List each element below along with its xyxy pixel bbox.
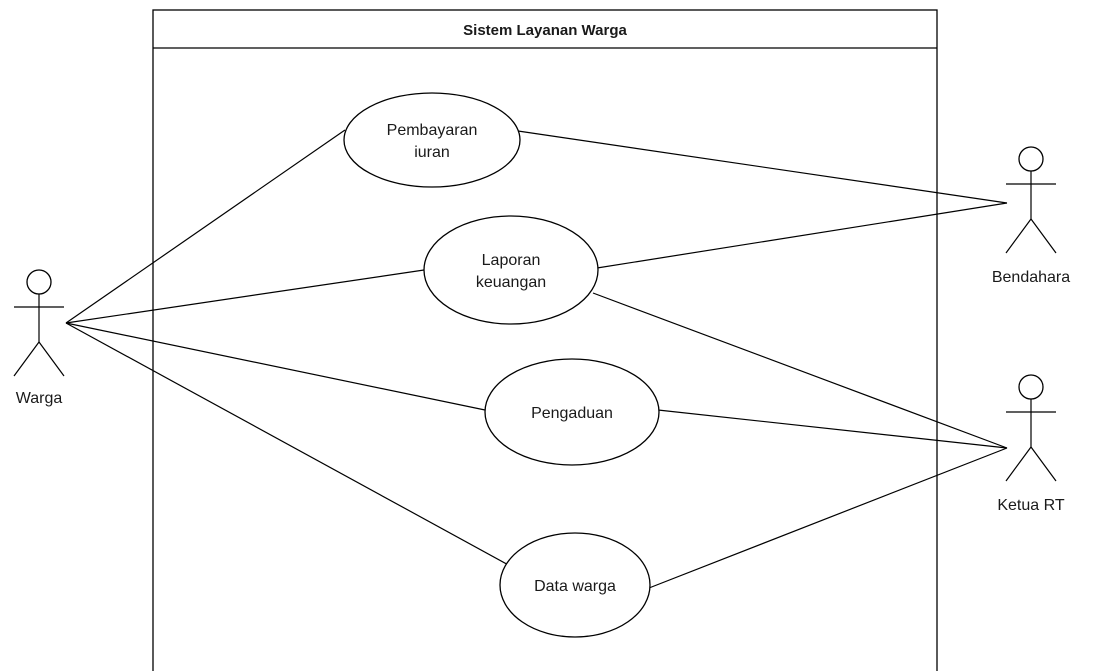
use-case-label: Pengaduan [531,405,613,422]
use-case-label: Pembayaran [387,122,478,139]
association-ketua-rt-laporan-keuangan [592,292,1008,449]
actor-figure-icon [1005,146,1057,254]
use-case-pembayaran-iuran: Pembayaran iuran [343,92,521,188]
system-boundary: Sistem Layanan Warga [152,9,938,671]
use-case-label: keuangan [476,274,546,291]
actor-ketua-rt: Ketua RT [997,374,1065,514]
use-case-label: Data warga [534,578,616,595]
association-warga-laporan-keuangan [65,269,425,324]
use-case-ellipse [423,215,599,325]
system-boundary-frame [152,9,938,671]
association-bendahara-pembayaran-iuran [517,130,1008,204]
actor-label: Warga [16,390,63,407]
actor-warga: Warga [13,269,65,407]
actor-label: Bendahara [992,269,1070,286]
use-case-ellipse [484,358,660,466]
use-case-ellipse [499,532,651,638]
association-ketua-rt-pengaduan [657,409,1008,449]
associations [65,129,1008,589]
use-case-ellipse [343,92,521,188]
association-bendahara-laporan-keuangan [596,202,1008,269]
use-case-pengaduan: Pengaduan [484,358,660,466]
actor-bendahara: Bendahara [992,146,1070,286]
association-warga-pembayaran-iuran [65,129,346,324]
use-case-data-warga: Data warga [499,532,651,638]
association-warga-data-warga [65,322,515,569]
system-title: Sistem Layanan Warga [463,22,627,39]
association-warga-pengaduan [65,322,486,411]
actor-figure-icon [1005,374,1057,482]
use-case-label: iuran [414,144,450,161]
use-case-label: Laporan [482,252,541,269]
use-case-laporan-keuangan: Laporan keuangan [423,215,599,325]
actor-label: Ketua RT [997,497,1065,514]
association-ketua-rt-data-warga [648,447,1008,589]
actor-figure-icon [13,269,65,377]
